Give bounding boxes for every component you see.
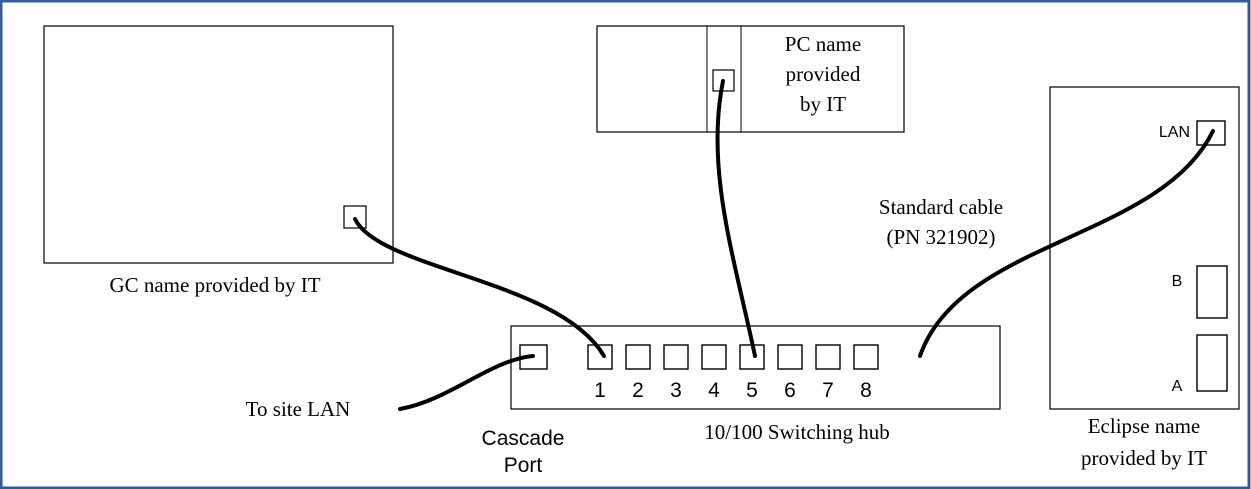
- pc-device: PC name provided by IT: [596, 25, 905, 133]
- eclipse-b-label: B: [1172, 273, 1183, 290]
- gc-label: GC name provided by IT: [109, 273, 320, 297]
- eclipse-a-label: A: [1172, 378, 1183, 395]
- eclipse-port-a: [1196, 334, 1228, 392]
- site-lan-label: To site LAN: [246, 397, 351, 421]
- hub-port-6: [777, 344, 803, 370]
- pc-label-line2: provided: [786, 62, 861, 86]
- hub-port-2: [625, 344, 651, 370]
- cables: [353, 79, 1215, 411]
- switching-hub: 1 2 3 4 5 6 7 8 10/100 Switching hub: [510, 325, 1001, 444]
- hub-port-label-4: 4: [708, 379, 720, 402]
- eclipse-lan-label: LAN: [1159, 124, 1190, 141]
- cascade-label-line1: Cascade: [482, 427, 565, 450]
- eclipse-label-line2: provided by IT: [1081, 446, 1207, 470]
- hub-port-label-7: 7: [822, 379, 834, 402]
- cable-site-lan-to-cascade: [398, 354, 535, 411]
- hub-port-group: 1 2 3 4 5 6 7 8: [587, 344, 879, 402]
- eclipse-device: LAN B A Eclipse name provided by IT: [1049, 86, 1240, 470]
- hub-port-label-1: 1: [594, 379, 606, 402]
- pc-label-line1: PC name: [785, 32, 861, 56]
- cascade-label-line2: Port: [504, 454, 543, 477]
- hub-port-label-6: 6: [784, 379, 796, 402]
- hub-port-label-8: 8: [860, 379, 872, 402]
- gc-device: GC name provided by IT: [43, 25, 394, 297]
- eclipse-port-b: [1196, 265, 1228, 319]
- hub-port-label-3: 3: [670, 379, 682, 402]
- hub-port-4: [701, 344, 727, 370]
- hub-port-label-5: 5: [746, 379, 758, 402]
- hub-port-7: [815, 344, 841, 370]
- hub-port-3: [663, 344, 689, 370]
- cable-eclipse-to-hub-7: [918, 129, 1215, 358]
- cable-label-line1: Standard cable: [879, 195, 1003, 219]
- hub-label: 10/100 Switching hub: [704, 420, 890, 444]
- pc-label-line3: by IT: [800, 92, 846, 116]
- hub-port-8: [853, 344, 879, 370]
- cable-pc-to-hub-4: [715, 79, 757, 358]
- eclipse-label-line1: Eclipse name: [1088, 414, 1201, 438]
- cable-gc-to-hub-1: [353, 217, 606, 358]
- cable-label-line2: (PN 321902): [886, 225, 995, 249]
- hub-port-label-2: 2: [632, 379, 644, 402]
